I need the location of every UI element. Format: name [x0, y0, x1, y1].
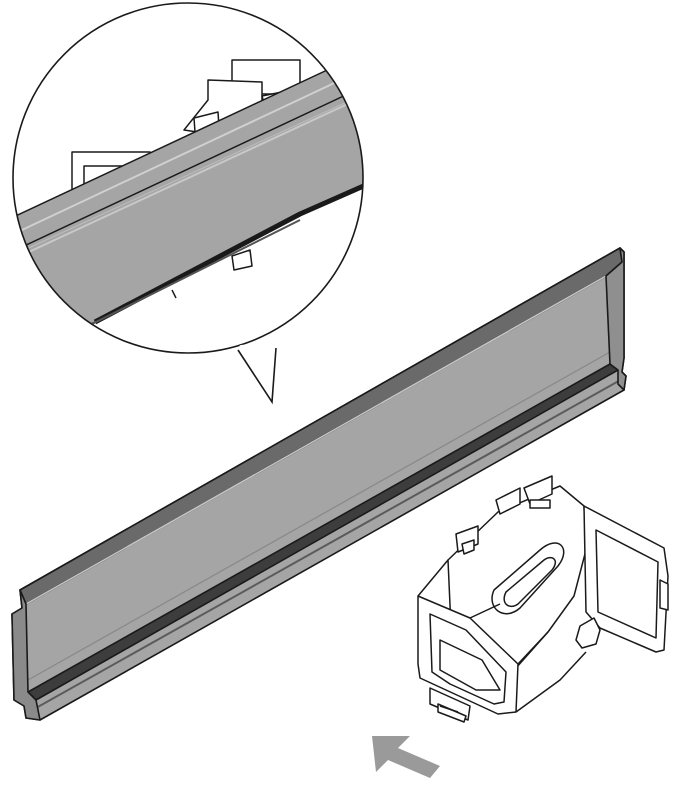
- insert-direction-arrow: [372, 736, 440, 778]
- rail-right-end: [605, 247, 627, 391]
- din-rail: [11, 247, 627, 721]
- callout-bubble-outline: [237, 347, 277, 405]
- zoom-detail: [13, 3, 363, 353]
- mounting-clip: [417, 475, 669, 723]
- rail-left-end: [11, 589, 41, 721]
- zoom-callout: [12, 2, 364, 405]
- arrow-icon: [372, 736, 440, 778]
- callout-circle-outline: [12, 2, 364, 354]
